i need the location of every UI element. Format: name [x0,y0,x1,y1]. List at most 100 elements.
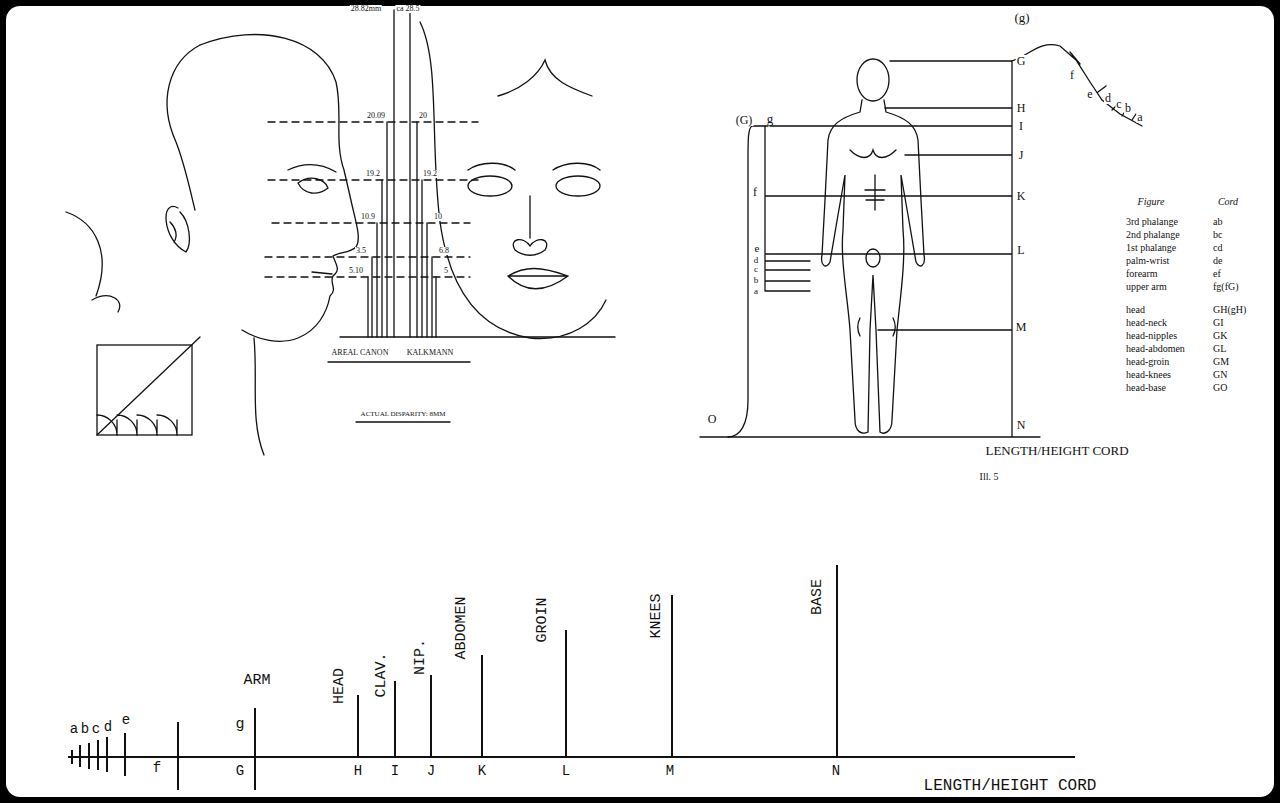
front-nose [513,196,546,255]
profile-ear [166,206,189,252]
table-cell: head-nipples [1125,331,1178,341]
part-label: M [1015,321,1028,333]
profile-face [200,35,358,342]
table-cell: Cord [1217,197,1239,207]
part-label: BASE [810,578,825,616]
figure-torso-marks [850,150,896,210]
part-label: 10.9 [360,213,376,221]
part-label: 10 [433,213,443,221]
table-cell: head-abdomen [1125,344,1186,354]
part-label: LENGTH/HEIGHT CORD [984,444,1129,457]
part-label: O [707,413,718,425]
table-cell: head-groin [1125,357,1170,367]
figure-head [857,59,889,101]
part-label: d [103,720,113,734]
part-label: (g) [1013,11,1030,24]
part-label: M [665,764,675,778]
part-label: ca 28.5 [395,5,420,13]
part-label: 20 [418,112,428,120]
part-label: CLAV. [374,651,389,698]
table-cell: GN [1212,370,1228,380]
part-label: 5.10 [348,267,364,275]
dashed-levels [265,122,478,277]
left-cord [728,126,768,437]
table-cell: forearm [1125,269,1159,279]
cord-line [68,756,1075,758]
figure-knees [858,318,896,336]
table-cell: GH(gH) [1212,305,1247,315]
part-label: I [390,764,400,778]
page-ground [6,6,1274,797]
part-label: f [752,186,758,198]
figure-groin [866,249,880,267]
part-label: GROIN [535,596,550,643]
cord-ticks [72,565,837,790]
part-label: 5 [443,267,449,275]
table-cell: GK [1212,331,1228,341]
table-cell: fg(fG) [1212,282,1240,292]
part-label: b [753,276,760,285]
part-label: ACTUAL DISPARITY: 8MM [360,411,447,418]
part-label: 20.09 [366,112,386,120]
part-label: 6.8 [438,247,450,255]
part-label: d [1104,92,1112,104]
table-cell: palm-wrist [1125,256,1170,266]
part-label: g [234,717,245,732]
profile-eye [288,165,336,193]
part-label: c [91,722,101,736]
table-cell: bc [1212,230,1223,240]
part-label: c [753,265,759,274]
part-label: HEAD [332,667,347,705]
part-label: a [1136,111,1143,123]
part-label: ARM [242,673,271,688]
table-cell: GO [1212,383,1228,393]
part-label: 19.2 [422,170,438,178]
part-label: b [80,722,90,736]
proportion-arcs [97,337,200,435]
part-label: K [477,764,487,778]
part-label: G [1016,55,1027,67]
table-cell: ab [1212,217,1223,227]
table-cell: Figure [1137,197,1166,207]
part-label: e [754,243,761,254]
top-cord [1012,45,1142,126]
part-label: AREAL CANON [331,349,390,357]
part-label: 28.82mm [350,5,382,13]
figure-body [822,100,925,433]
part-label: N [831,764,841,778]
front-eye [468,176,512,196]
table-cell: upper arm [1125,282,1168,292]
part-label: G [235,764,245,778]
part-label: K [1016,190,1027,202]
part-label: N [1016,419,1027,431]
table-cell: GI [1212,318,1225,328]
part-label: c [1115,98,1122,110]
part-label: ABDOMEN [454,595,469,660]
part-label: H [1016,102,1027,114]
table-cell: 3rd phalange [1125,217,1179,227]
front-eye [556,176,600,196]
part-label: 3.5 [355,247,367,255]
profile-lips [312,272,332,274]
part-label: L [561,764,571,778]
part-label: J [1018,149,1025,161]
table-cell: 2nd phalange [1125,230,1181,240]
front-brows [468,163,600,170]
part-label: d [753,256,760,265]
part-label: KNEES [649,592,664,639]
part-label: L [1016,244,1025,256]
part-label: b [1124,102,1132,114]
profile-neck [254,338,264,455]
table-cell: GM [1212,357,1230,367]
part-label: KALKMANN [406,349,455,357]
part-label: (G) [735,114,754,126]
table-cell: head-neck [1125,318,1168,328]
figure-drawing [700,45,1142,437]
part-label: g [766,112,775,125]
table-cell: 1st phalange [1125,243,1177,253]
part-label: NIP. [413,638,428,676]
